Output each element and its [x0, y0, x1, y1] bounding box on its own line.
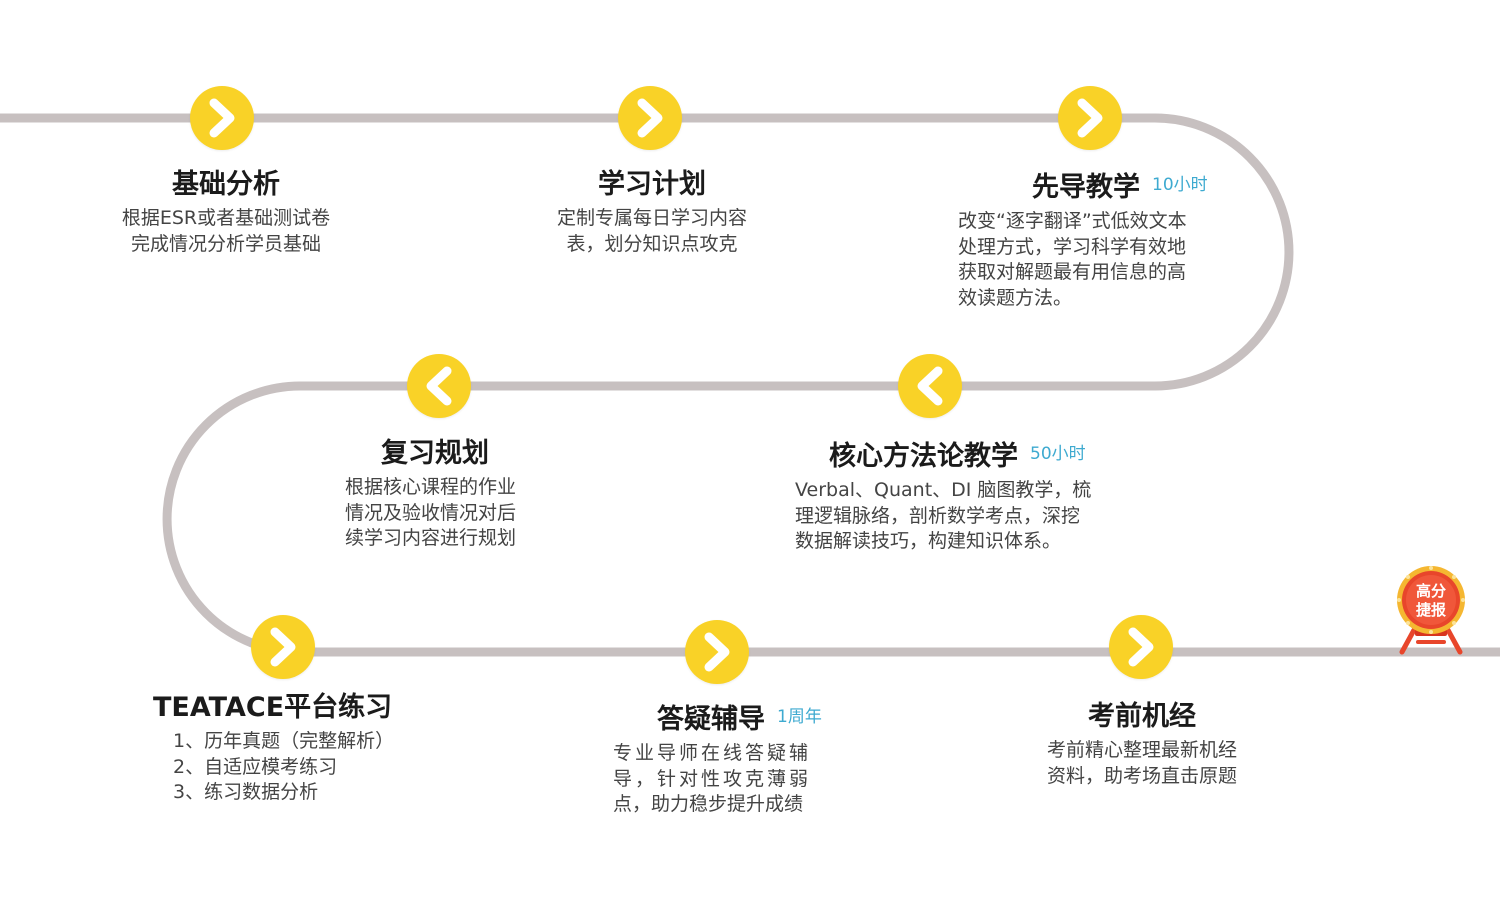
desc-line: 导，针对性攻克薄弱: [613, 767, 812, 790]
desc-line: Verbal、Quant、DI 脑图教学，梳: [795, 479, 1092, 501]
desc-line: 根据ESR或者基础测试卷: [121, 207, 331, 229]
step-marker-2: [618, 86, 682, 150]
track-path: [0, 113, 1500, 657]
step-title: 考前机经: [1088, 701, 1196, 732]
step-description: 根据ESR或者基础测试卷 完成情况分析学员基础: [86, 206, 366, 257]
desc-line: 效读题方法。: [958, 286, 1073, 309]
trophy-badge-icon: 高分 捷报: [1397, 566, 1465, 655]
step-description: 定制专属每日学习内容 表，划分知识点攻克: [512, 206, 792, 257]
step-7: 答疑辅导 1周年 专业导师在线答疑辅 导，针对性攻克薄弱 点，助力稳步提升成绩: [613, 700, 873, 818]
step-marker-1: [190, 86, 254, 150]
step-duration: 10小时: [1152, 175, 1208, 195]
desc-line: 处理方式，学习科学有效地: [958, 235, 1187, 258]
step-title: 复习规划: [381, 438, 489, 469]
step-title: 先导教学: [1032, 172, 1140, 203]
step-2: 学习计划 定制专属每日学习内容 表，划分知识点攻克: [512, 168, 792, 257]
step-title: 基础分析: [172, 169, 280, 200]
desc-line: 数据解读技巧，构建知识体系。: [795, 530, 1062, 552]
step-marker-7: [685, 620, 749, 684]
chevron-right-icon: [704, 632, 730, 672]
step-title: 核心方法论教学: [829, 441, 1018, 472]
step-6: TEATACE平台练习 1、历年真题（完整解析） 2、自适应模考练习 3、练习数…: [153, 691, 443, 806]
step-duration: 1周年: [777, 707, 822, 727]
desc-line: 情况及验收情况对后: [345, 501, 517, 524]
step-4: 复习规划 根据核心课程的作业 情况及验收情况对后 续学习内容进行规划: [345, 437, 565, 552]
step-description: 专业导师在线答疑辅 导，针对性攻克薄弱 点，助力稳步提升成绩: [613, 741, 873, 818]
step-marker-6: [251, 615, 315, 679]
desc-line: 1、历年真题（完整解析）: [173, 730, 395, 752]
badge-text-line1: 高分: [1416, 582, 1446, 600]
step-title-row: 答疑辅导 1周年: [613, 700, 873, 737]
chevron-right-icon: [1128, 627, 1154, 667]
step-8: 考前机经 考前精心整理最新机经 资料，助考场直击原题: [1002, 700, 1282, 789]
desc-line: 资料，助考场直击原题: [1046, 764, 1237, 787]
desc-line: 专业导师在线答疑辅: [613, 742, 812, 764]
step-description: Verbal、Quant、DI 脑图教学，梳 理逻辑脉络，剖析数学考点，深挖 数…: [795, 478, 1135, 555]
desc-line: 定制专属每日学习内容: [556, 207, 747, 229]
step-5: 核心方法论教学 50小时 Verbal、Quant、DI 脑图教学，梳 理逻辑脉络…: [795, 437, 1135, 555]
desc-line: 理逻辑脉络，剖析数学考点，深挖: [795, 504, 1081, 527]
chevron-left-icon: [917, 366, 943, 406]
step-description: 根据核心课程的作业 情况及验收情况对后 续学习内容进行规划: [345, 475, 565, 552]
desc-line: 根据核心课程的作业: [345, 476, 517, 498]
step-title-row: 核心方法论教学 50小时: [795, 437, 1135, 474]
desc-line: 2、自适应模考练习: [173, 755, 338, 778]
step-title: 学习计划: [598, 169, 706, 200]
chevron-right-icon: [270, 627, 296, 667]
desc-line: 点，助力稳步提升成绩: [613, 793, 804, 815]
step-marker-8: [1109, 615, 1173, 679]
step-marker-5: [898, 354, 962, 418]
badge-text-line2: 捷报: [1416, 601, 1446, 619]
chevron-left-icon: [426, 366, 452, 406]
desc-line: 表，划分知识点攻克: [566, 232, 738, 255]
step-marker-3: [1058, 86, 1122, 150]
step-title-row: 先导教学 10小时: [958, 168, 1248, 205]
step-description: 1、历年真题（完整解析） 2、自适应模考练习 3、练习数据分析: [153, 729, 443, 806]
step-title: TEATACE平台练习: [153, 692, 393, 723]
step-3: 先导教学 10小时 改变“逐字翻译”式低效文本 处理方式，学习科学有效地 获取对解…: [958, 168, 1248, 311]
step-1: 基础分析 根据ESR或者基础测试卷 完成情况分析学员基础: [86, 168, 366, 257]
desc-line: 获取对解题最有用信息的高: [958, 261, 1187, 283]
step-duration: 50小时: [1030, 444, 1086, 464]
desc-line: 考前精心整理最新机经: [1046, 739, 1237, 761]
desc-line: 改变“逐字翻译”式低效文本: [958, 210, 1187, 232]
chevron-right-icon: [637, 98, 663, 138]
desc-line: 3、练习数据分析: [173, 781, 319, 803]
step-title: 答疑辅导: [657, 704, 765, 735]
desc-line: 完成情况分析学员基础: [130, 232, 321, 255]
chevron-right-icon: [209, 98, 235, 138]
desc-line: 续学习内容进行规划: [345, 527, 517, 549]
step-description: 考前精心整理最新机经 资料，助考场直击原题: [1002, 738, 1282, 789]
step-description: 改变“逐字翻译”式低效文本 处理方式，学习科学有效地 获取对解题最有用信息的高 …: [958, 209, 1248, 311]
chevron-right-icon: [1077, 98, 1103, 138]
step-marker-4: [407, 354, 471, 418]
